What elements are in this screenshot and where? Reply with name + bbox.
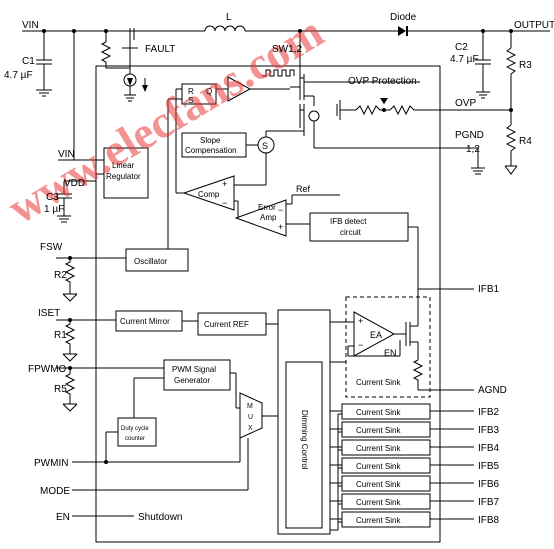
fpwmo-label: FPWMO <box>28 364 67 375</box>
comp-plus: + <box>222 179 227 189</box>
pwm-gen-line1: PWM Signal <box>172 365 216 374</box>
linear-reg-box <box>103 147 149 199</box>
pwm-gen-box <box>163 359 231 391</box>
c1-value: 4.7 µF <box>4 70 33 81</box>
ea-minus: − <box>278 205 283 215</box>
rs-latch-box <box>181 83 217 105</box>
vin-left-label: VIN <box>58 149 75 160</box>
duty-counter-line2: counter <box>125 436 145 442</box>
fsw-label: FSW <box>40 242 63 253</box>
sink5-label: Current Sink <box>356 462 401 471</box>
inductor-label: L <box>226 12 232 23</box>
sw12-label: SW1,2 <box>272 44 302 55</box>
ref-label: Ref <box>296 184 311 194</box>
output-label: OUTPUT <box>514 20 554 31</box>
oscillator-box <box>125 248 189 272</box>
ea-label: EA <box>370 330 382 340</box>
slope-comp-line1: Slope <box>200 136 221 145</box>
sink1-label: Current Sink <box>356 378 401 387</box>
sum-label: S <box>262 141 268 151</box>
ifb5-label: IFB5 <box>478 461 500 472</box>
c2-value: 4.7 µF <box>450 54 479 65</box>
current-ref-label: Current REF <box>204 320 249 329</box>
mux-m: M <box>247 403 253 410</box>
ovp-protection-label: OVP Protection <box>348 76 417 87</box>
diode-label: Diode <box>390 12 417 23</box>
dimming-outer <box>277 309 331 535</box>
ea-plus: + <box>278 222 283 232</box>
iset-label: ISET <box>38 308 60 319</box>
r1-label: R1 <box>54 330 67 341</box>
ch1-plus: + <box>358 316 363 326</box>
error-amp-line2: Amp <box>260 213 277 222</box>
fault-arrow-icon <box>142 85 148 92</box>
shutdown-label: Shutdown <box>138 512 182 523</box>
mode-label: MODE <box>40 486 70 497</box>
sink-rows <box>330 403 474 531</box>
duty-counter-line1: Duty cycle <box>121 426 149 432</box>
ifb6-label: IFB6 <box>478 479 500 490</box>
dimming-inner <box>285 361 323 529</box>
en-inner-label: EN <box>384 348 397 358</box>
sink6-label: Current Sink <box>356 480 401 489</box>
oscillator-label: Oscillator <box>134 257 168 266</box>
sink7-label: Current Sink <box>356 498 401 507</box>
vin-top-label: VIN <box>22 20 39 31</box>
mux-x: X <box>248 425 253 432</box>
linear-reg-line2: Regulator <box>106 172 141 181</box>
c3-label: C3 <box>46 192 59 203</box>
ifb8-label: IFB8 <box>478 515 500 526</box>
pwmin-label: PWMIN <box>34 458 68 469</box>
error-amp-line1: Error <box>258 203 276 212</box>
r4-label: R4 <box>519 136 532 147</box>
dimming-label: Dimming Control <box>300 410 309 470</box>
c2-label: C2 <box>455 42 468 53</box>
fault-label: FAULT <box>145 44 175 55</box>
inductor-coil <box>204 25 246 32</box>
ifb2-label: IFB2 <box>478 407 500 418</box>
comp-label: Comp <box>198 190 220 199</box>
c3-value: 1 µF <box>44 204 64 215</box>
diode-icon <box>398 26 406 36</box>
sink2-label: Current Sink <box>356 408 401 417</box>
ifb7-label: IFB7 <box>478 497 500 508</box>
ifb-detect-line1: IFB detect <box>330 217 367 226</box>
slope-comp-line2: Compensation <box>185 146 237 155</box>
mux-u: U <box>248 414 253 421</box>
pgnd-label: PGND <box>455 130 484 141</box>
ch1-minus: − <box>358 340 363 350</box>
linear-reg-line1: Linear <box>112 161 135 170</box>
sink3-label: Current Sink <box>356 426 401 435</box>
ovp-label: OVP <box>455 98 476 109</box>
agnd-label: AGND <box>478 385 507 396</box>
r3-label: R3 <box>519 60 532 71</box>
pgnd-pins-label: 1,2 <box>466 144 480 155</box>
ifb-detect-line2: circuit <box>340 228 362 237</box>
ifb1-label: IFB1 <box>478 284 500 295</box>
ifb3-label: IFB3 <box>478 425 500 436</box>
comp-minus: − <box>222 198 227 208</box>
pwm-gen-line2: Generator <box>174 376 210 385</box>
latch-r-label: R <box>188 87 194 96</box>
en-pin-label: EN <box>56 512 70 523</box>
r2-label: R2 <box>54 270 67 281</box>
latch-s-label: S <box>188 96 193 105</box>
c1-label: C1 <box>22 56 35 67</box>
sink4-label: Current Sink <box>356 444 401 453</box>
latch-q-label: Q <box>206 87 212 96</box>
ifb4-label: IFB4 <box>478 443 500 454</box>
sink8-label: Current Sink <box>356 516 401 525</box>
current-mirror-label: Current Mirror <box>120 317 170 326</box>
vdd-label: VDD <box>64 178 85 189</box>
r5-label: R5 <box>54 384 67 395</box>
